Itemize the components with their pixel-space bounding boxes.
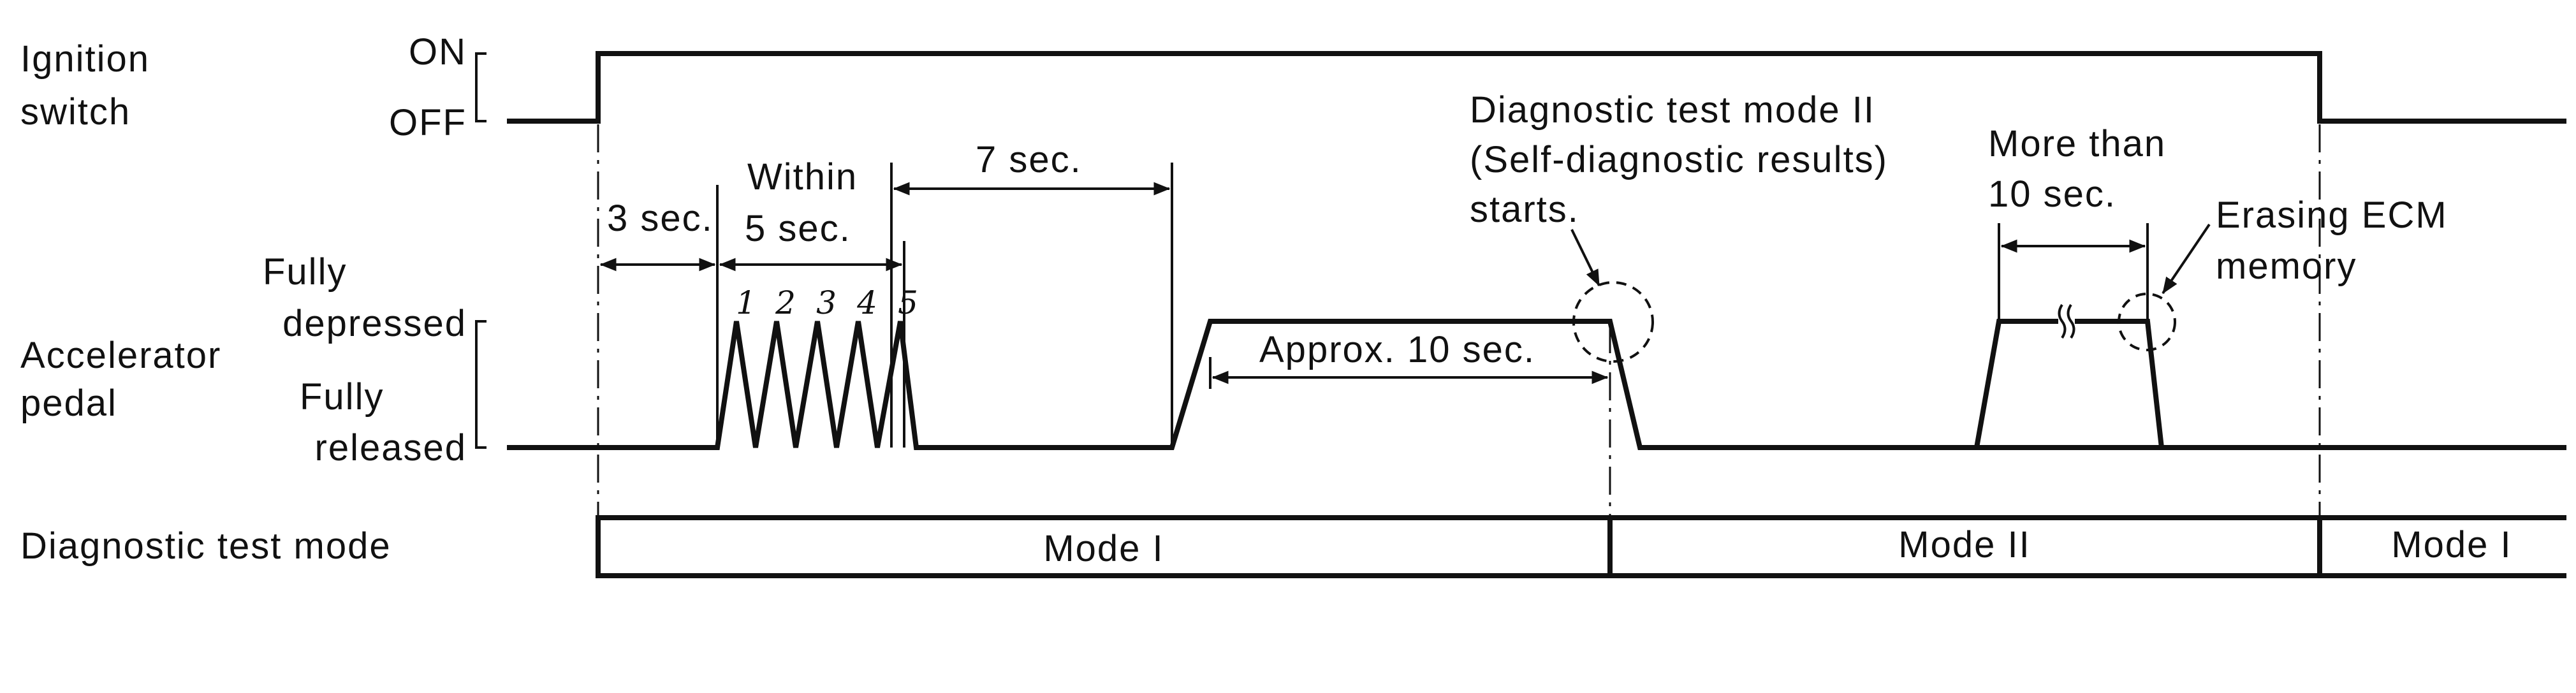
test-mode-label: Diagnostic test mode bbox=[20, 525, 392, 567]
mode2-note-line3: starts. bbox=[1470, 189, 1579, 230]
break-mark-left bbox=[2058, 303, 2067, 339]
approx-ten-text: Approx. 10 sec. bbox=[1259, 329, 1535, 370]
erasing-text-line2: memory bbox=[2216, 245, 2357, 287]
erasing-callout-circle bbox=[2118, 293, 2176, 351]
mode-segment-2: Mode II bbox=[1898, 524, 2030, 565]
accelerator-label-line2: pedal bbox=[20, 383, 117, 424]
mode-segment-3: Mode I bbox=[2391, 524, 2512, 565]
seven-sec-text: 7 sec. bbox=[976, 139, 1082, 180]
released-label-line1: Fully bbox=[300, 376, 384, 418]
accelerator-signal-line bbox=[507, 319, 2566, 450]
ignition-on-label: ON bbox=[409, 31, 467, 73]
pump-count-1: 1 bbox=[736, 284, 756, 321]
mode-segment-1: Mode I bbox=[1043, 528, 1164, 569]
released-label-line2: released bbox=[315, 427, 467, 469]
erasing-text-line1: Erasing ECM bbox=[2216, 194, 2448, 236]
pump-count-3: 3 bbox=[816, 284, 837, 321]
depressed-label-line2: depressed bbox=[282, 303, 467, 344]
mode2-start-leader-arrow bbox=[1570, 229, 1600, 287]
pump-count-5: 5 bbox=[898, 284, 918, 321]
ignition-signal-line bbox=[507, 51, 2566, 124]
erasing-leader-arrow bbox=[2162, 223, 2211, 295]
ignition-label-line2: switch bbox=[20, 91, 131, 133]
ignition-label-line1: Ignition bbox=[20, 38, 150, 80]
depressed-label-line1: Fully bbox=[263, 251, 347, 293]
more-than-text-line1: More than bbox=[1988, 123, 2166, 164]
mode2-note-line1: Diagnostic test mode II bbox=[1470, 89, 1875, 131]
within-text-line1: Within bbox=[747, 156, 858, 198]
within-text-line2: 5 sec. bbox=[745, 208, 851, 249]
pump-count-4: 4 bbox=[856, 284, 877, 321]
accelerator-label-line1: Accelerator bbox=[20, 335, 221, 376]
break-mark-right bbox=[2067, 303, 2075, 339]
ignition-level-bracket bbox=[475, 52, 487, 122]
mode2-note-line2: (Self-diagnostic results) bbox=[1470, 139, 1888, 180]
ignition-off-label: OFF bbox=[389, 102, 467, 143]
more-than-text-line2: 10 sec. bbox=[1988, 173, 2116, 215]
pedal-level-bracket bbox=[475, 320, 487, 449]
mode2-start-callout-circle bbox=[1572, 281, 1654, 363]
three-sec-text: 3 sec. bbox=[607, 198, 714, 239]
pump-count-2: 2 bbox=[775, 284, 796, 321]
